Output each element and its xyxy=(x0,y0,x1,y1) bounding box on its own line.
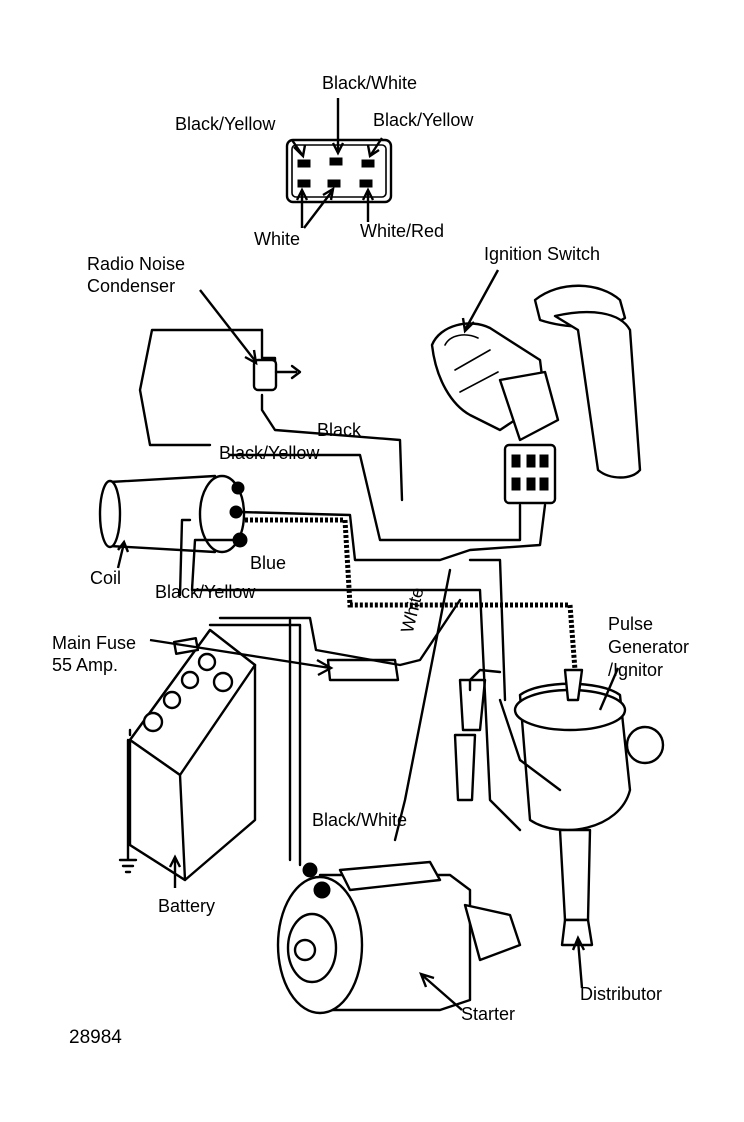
battery xyxy=(118,628,257,888)
label-black-white-top: Black/White xyxy=(322,73,418,93)
label-main-fuse-line2: 55 Amp. xyxy=(52,655,119,675)
wiring-harness xyxy=(128,328,578,867)
label-distributor: Distributor xyxy=(580,984,663,1004)
main-fuse xyxy=(149,638,400,682)
label-black-yellow-right: Black/Yellow xyxy=(373,110,474,130)
label-radio-noise-condenser-line2: Condenser xyxy=(87,276,176,296)
connector-block xyxy=(285,98,393,229)
label-ignition-switch: Ignition Switch xyxy=(484,244,601,264)
connector-pin-white-1 xyxy=(297,179,311,188)
label-black-yellow-left: Black/Yellow xyxy=(175,114,276,134)
connector-pin-black-yellow-left xyxy=(297,159,311,168)
label-white: White xyxy=(254,229,301,249)
ignition-coil xyxy=(98,474,248,569)
connector-pin-white-2 xyxy=(327,179,341,188)
distributor xyxy=(453,667,665,989)
label-pulse-generator-line1: Pulse xyxy=(608,614,654,634)
radio-noise-condenser xyxy=(199,289,302,392)
connector-pin-white-red xyxy=(359,179,373,188)
label-battery: Battery xyxy=(158,896,216,916)
connector-pin-black-white xyxy=(329,157,343,166)
label-pulse-generator-line3: /Ignitor xyxy=(608,660,664,680)
label-black: Black xyxy=(317,420,362,440)
connector-pin-black-yellow-right xyxy=(361,159,375,168)
label-starter: Starter xyxy=(461,1004,516,1024)
label-pulse-generator-line2: Generator xyxy=(608,637,690,657)
label-black-yellow-coil-top: Black/Yellow xyxy=(219,443,320,463)
ignition-switch xyxy=(430,269,642,505)
label-main-fuse-line1: Main Fuse xyxy=(52,633,137,653)
label-black-white-bottom: Black/White xyxy=(312,810,408,830)
starter-motor xyxy=(276,860,522,1015)
figure-number: 28984 xyxy=(69,1027,122,1048)
label-blue: Blue xyxy=(250,553,287,573)
label-black-yellow-coil-bottom: Black/Yellow xyxy=(155,582,256,602)
label-radio-noise-condenser-line1: Radio Noise xyxy=(87,254,186,274)
label-white-red: White/Red xyxy=(360,221,445,241)
label-coil: Coil xyxy=(90,568,122,588)
